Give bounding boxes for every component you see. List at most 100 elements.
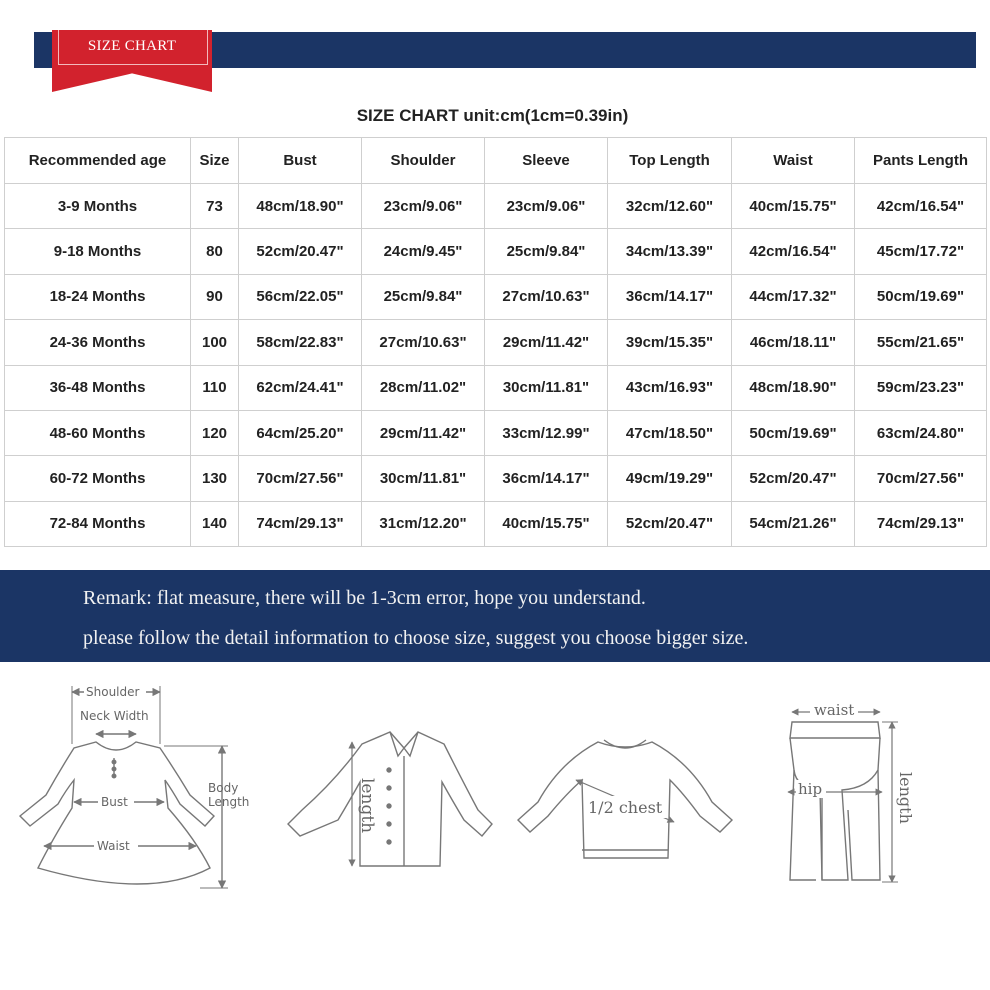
pants-diagram	[787, 708, 898, 883]
cell-bust: 74cm/29.13"	[238, 500, 362, 548]
bust-label-bg	[98, 795, 134, 809]
cell-age: 18-24 Months	[4, 273, 191, 321]
table-row: 24-36 Months 100 58cm/22.83" 27cm/10.63"…	[4, 319, 987, 366]
table-row: 18-24 Months 90 56cm/22.05" 25cm/9.84" 2…	[4, 273, 987, 321]
cell-sleeve: 29cm/11.42"	[484, 319, 608, 366]
remark-line-1: Remark: flat measure, there will be 1-3c…	[83, 587, 646, 609]
cell-age: 3-9 Months	[4, 182, 191, 230]
cell-top-length: 34cm/13.39"	[607, 228, 732, 275]
header-top-length: Top Length	[607, 137, 732, 184]
header-pants-length: Pants Length	[854, 137, 987, 184]
cell-sleeve: 40cm/15.75"	[484, 500, 608, 548]
cell-size: 110	[190, 364, 239, 411]
waist-label-pants-bg	[810, 702, 858, 720]
cell-sleeve: 23cm/9.06"	[484, 182, 608, 230]
cell-pants-length: 59cm/23.23"	[854, 364, 987, 411]
cell-top-length: 49cm/19.29"	[607, 455, 732, 502]
cell-top-length: 36cm/14.17"	[607, 273, 732, 321]
header-waist: Waist	[731, 137, 855, 184]
header-recommended-age: Recommended age	[4, 137, 191, 184]
cell-bust: 56cm/22.05"	[238, 273, 362, 321]
cell-size: 120	[190, 409, 239, 457]
cell-pants-length: 70cm/27.56"	[854, 455, 987, 502]
cell-shoulder: 29cm/11.42"	[361, 409, 485, 457]
cell-bust: 58cm/22.83"	[238, 319, 362, 366]
header-size: Size	[190, 137, 239, 184]
table-row: 60-72 Months 130 70cm/27.56" 30cm/11.81"…	[4, 455, 987, 502]
cell-waist: 46cm/18.11"	[731, 319, 855, 366]
cell-top-length: 32cm/12.60"	[607, 182, 732, 230]
cell-pants-length: 55cm/21.65"	[854, 319, 987, 366]
cell-pants-length: 50cm/19.69"	[854, 273, 987, 321]
cell-sleeve: 33cm/12.99"	[484, 409, 608, 457]
cell-size: 90	[190, 273, 239, 321]
cell-pants-length: 42cm/16.54"	[854, 182, 987, 230]
table-row: 48-60 Months 120 64cm/25.20" 29cm/11.42"…	[4, 409, 987, 457]
cell-waist: 40cm/15.75"	[731, 182, 855, 230]
size-chart-ribbon: SIZE CHART	[52, 30, 212, 92]
cell-bust: 62cm/24.41"	[238, 364, 362, 411]
cell-waist: 42cm/16.54"	[731, 228, 855, 275]
cell-bust: 70cm/27.56"	[238, 455, 362, 502]
label-body-length: Length	[208, 795, 249, 809]
cell-sleeve: 27cm/10.63"	[484, 273, 608, 321]
cell-size: 130	[190, 455, 239, 502]
header-shoulder: Shoulder	[361, 137, 485, 184]
remark-banner: Remark: flat measure, there will be 1-3c…	[0, 570, 990, 662]
table-row: 36-48 Months 110 62cm/24.41" 28cm/11.02"…	[4, 364, 987, 411]
table-row: 9-18 Months 80 52cm/20.47" 24cm/9.45" 25…	[4, 228, 987, 275]
header-sleeve: Sleeve	[484, 137, 608, 184]
cell-age: 24-36 Months	[4, 319, 191, 366]
diagram-canvas: Shoulder Neck Width Bust Waist Body Leng…	[18, 684, 915, 889]
hip-label-bg	[796, 780, 826, 798]
cell-top-length: 47cm/18.50"	[607, 409, 732, 457]
cell-sleeve: 36cm/14.17"	[484, 455, 608, 502]
label-shoulder: Shoulder	[86, 685, 140, 699]
ribbon-border	[58, 30, 208, 65]
waist-label-bg	[94, 839, 138, 853]
cell-age: 60-72 Months	[4, 455, 191, 502]
label-neck-width: Neck Width	[80, 709, 149, 723]
header-bust: Bust	[238, 137, 362, 184]
cell-top-length: 52cm/20.47"	[607, 500, 732, 548]
cell-waist: 54cm/21.26"	[731, 500, 855, 548]
cell-waist: 52cm/20.47"	[731, 455, 855, 502]
cell-size: 80	[190, 228, 239, 275]
cell-size: 140	[190, 500, 239, 548]
cell-shoulder: 30cm/11.81"	[361, 455, 485, 502]
measurement-diagrams: Shoulder Neck Width Bust Waist Body Leng…	[0, 670, 990, 970]
table-header-row: Recommended age Size Bust Shoulder Sleev…	[4, 137, 987, 184]
label-dress-waist: Waist	[97, 839, 130, 853]
table-row: 3-9 Months 73 48cm/18.90" 23cm/9.06" 23c…	[4, 182, 987, 230]
label-body: Body	[208, 781, 238, 795]
chest-label-bg	[586, 796, 666, 818]
cell-bust: 48cm/18.90"	[238, 182, 362, 230]
cell-size: 73	[190, 182, 239, 230]
cell-sleeve: 25cm/9.84"	[484, 228, 608, 275]
cell-shoulder: 23cm/9.06"	[361, 182, 485, 230]
ribbon-label: SIZE CHART	[87, 38, 177, 54]
size-table: Recommended age Size Bust Shoulder Sleev…	[4, 137, 987, 548]
cell-waist: 48cm/18.90"	[731, 364, 855, 411]
cell-top-length: 39cm/15.35"	[607, 319, 732, 366]
cell-pants-length: 45cm/17.72"	[854, 228, 987, 275]
cell-shoulder: 25cm/9.84"	[361, 273, 485, 321]
cell-age: 72-84 Months	[4, 500, 191, 548]
label-bust: Bust	[101, 795, 128, 809]
label-pants-length: length	[896, 772, 915, 824]
label-half-chest: 1/2 chest	[588, 798, 663, 817]
cell-shoulder: 28cm/11.02"	[361, 364, 485, 411]
cell-shoulder: 27cm/10.63"	[361, 319, 485, 366]
table-row: 72-84 Months 140 74cm/29.13" 31cm/12.20"…	[4, 500, 987, 548]
cell-waist: 50cm/19.69"	[731, 409, 855, 457]
cell-bust: 64cm/25.20"	[238, 409, 362, 457]
cell-pants-length: 74cm/29.13"	[854, 500, 987, 548]
shoulder-label-bg	[84, 684, 146, 700]
chart-title: SIZE CHART unit:cm(1cm=0.39in)	[356, 106, 629, 125]
cell-shoulder: 24cm/9.45"	[361, 228, 485, 275]
shirt-diagram	[287, 731, 493, 867]
cell-pants-length: 63cm/24.80"	[854, 409, 987, 457]
dress-diagram	[18, 686, 228, 889]
cell-sleeve: 30cm/11.81"	[484, 364, 608, 411]
label-shirt-length: length	[357, 778, 377, 833]
